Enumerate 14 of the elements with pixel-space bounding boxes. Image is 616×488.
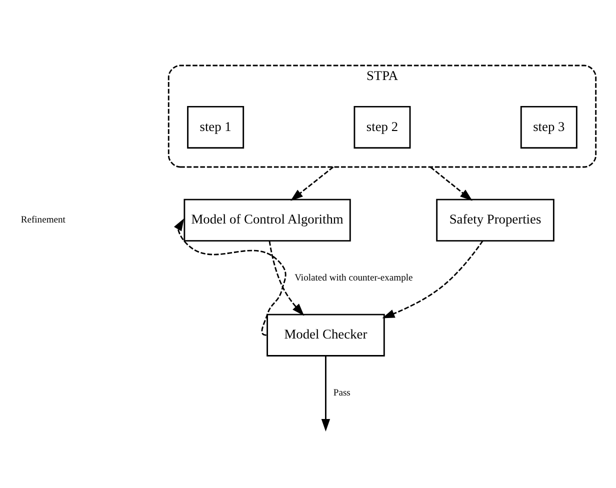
node-box: step 1 xyxy=(187,106,244,149)
node-box: step 3 xyxy=(520,106,578,149)
label: Refinement xyxy=(20,214,66,226)
node-box: Safety Properties xyxy=(436,198,554,242)
arrow xyxy=(321,356,330,432)
node-box: step 2 xyxy=(354,106,411,149)
arrow xyxy=(290,166,334,201)
node-box: Model Checker xyxy=(266,314,385,356)
node-box: Model of Control Algorithm xyxy=(184,198,351,242)
edge-label: Violated with counter-example xyxy=(294,272,413,284)
arrow xyxy=(382,240,484,318)
arrow xyxy=(268,240,304,316)
arrow xyxy=(430,166,472,201)
edge-label: Pass xyxy=(333,387,350,398)
